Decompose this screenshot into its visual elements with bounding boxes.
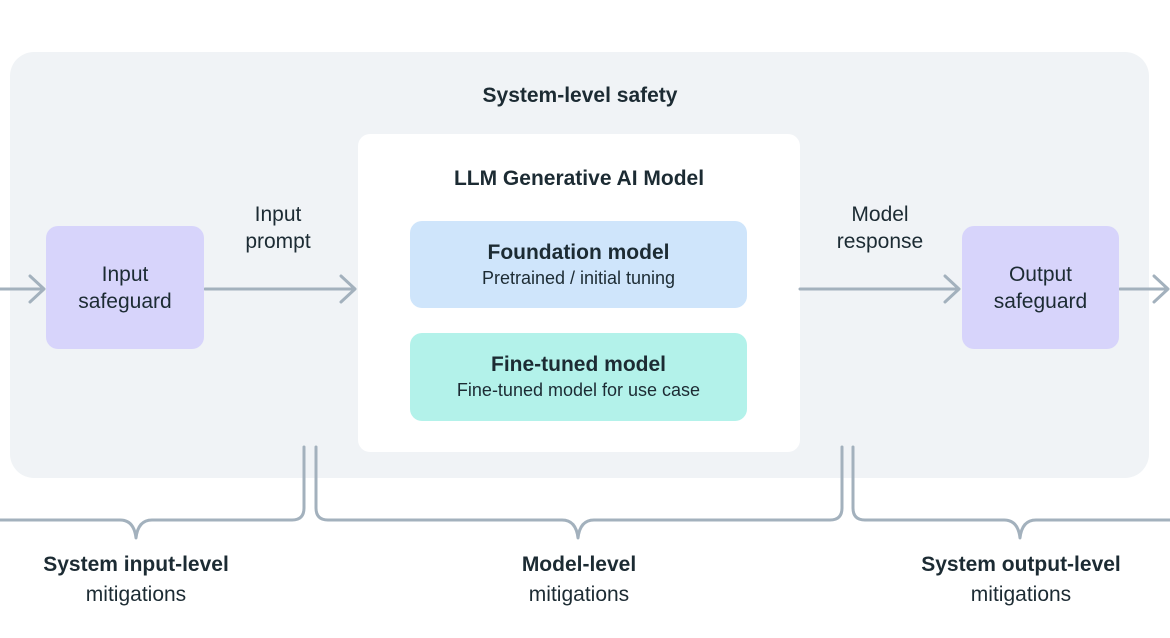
mitigation-regular: mitigations (85, 583, 187, 606)
entry-arrow (0, 274, 46, 304)
foundation-model-title: Foundation model (487, 240, 670, 264)
exit-arrow (1118, 274, 1170, 304)
model-level-mitigations: Model-level mitigations (457, 550, 701, 610)
mitigation-regular: mitigations (970, 583, 1072, 606)
system-input-mitigations: System input-level mitigations (14, 550, 258, 610)
model-response-label: Model response (836, 203, 924, 253)
system-output-mitigations: System output-level mitigations (890, 550, 1152, 610)
model-response-arrow (798, 274, 961, 304)
input-prompt-arrow (203, 274, 357, 304)
input-safeguard-box: Input safeguard (46, 226, 204, 349)
mitigation-regular: mitigations (528, 583, 630, 606)
foundation-model-subtitle: Pretrained / initial tuning (481, 267, 676, 288)
fine-tuned-model-title: Fine-tuned model (491, 353, 666, 376)
mitigation-bold: System input-level (43, 553, 229, 576)
brace-model (314, 445, 844, 540)
llm-model-title: LLM Generative AI Model (453, 167, 705, 190)
fine-tuned-model-box: Fine-tuned model Fine-tuned model for us… (410, 333, 747, 421)
mitigation-bold: System output-level (921, 553, 1121, 576)
input-prompt-label: Input prompt (245, 203, 311, 253)
output-safeguard-box: Output safeguard (962, 226, 1119, 349)
foundation-model-box: Foundation model Pretrained / initial tu… (410, 221, 747, 308)
mitigation-bold: Model-level (521, 553, 637, 576)
brace-output (851, 445, 1170, 540)
system-level-safety-title: System-level safety (482, 84, 678, 107)
fine-tuned-model-subtitle: Fine-tuned model for use case (456, 380, 701, 400)
brace-input (0, 445, 306, 540)
